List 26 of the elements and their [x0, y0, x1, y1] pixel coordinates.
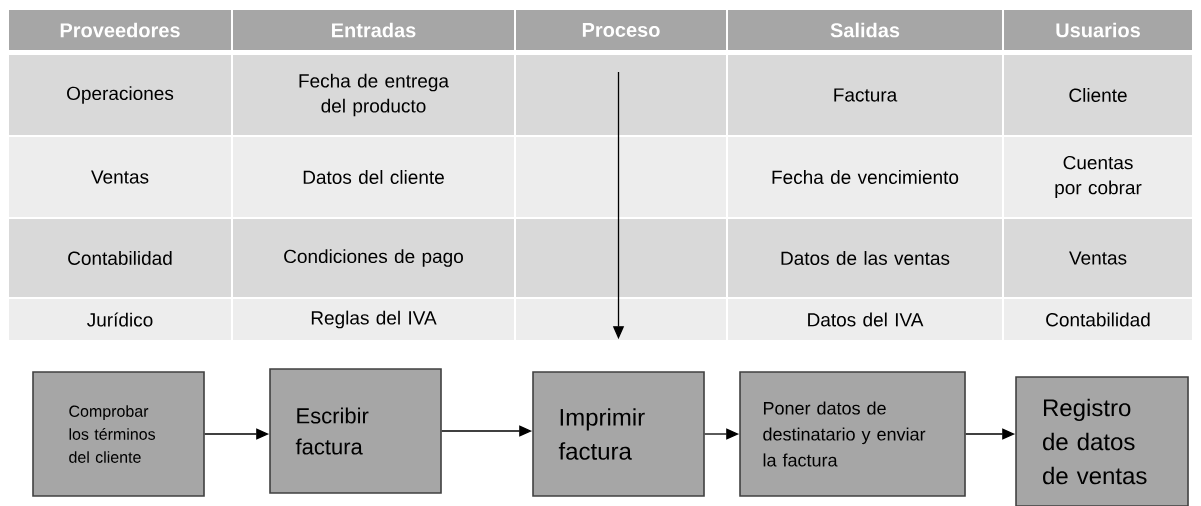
- table-cell: Contabilidad: [1004, 299, 1192, 340]
- table-cell: Ventas: [9, 137, 231, 217]
- table-cell: Fecha de entrega del producto: [233, 55, 514, 135]
- table-cell: Condiciones de pago: [233, 219, 514, 297]
- column-header: Proceso: [516, 10, 726, 50]
- table-cell: Datos de las ventas: [728, 219, 1002, 297]
- column-header: Usuarios: [1004, 10, 1192, 50]
- column-header: Salidas: [728, 10, 1002, 50]
- table-cell: Cliente: [1004, 55, 1192, 135]
- process-box: Comprobar los términos del cliente: [32, 371, 205, 497]
- table-cell: Cuentas por cobrar: [1004, 137, 1192, 217]
- table-cell: Contabilidad: [9, 219, 231, 297]
- table-cell: Factura: [728, 55, 1002, 135]
- column-header: Entradas: [233, 10, 514, 50]
- table-cell: Datos del IVA: [728, 299, 1002, 340]
- process-box: Escribir factura: [269, 368, 442, 494]
- process-box: Imprimir factura: [532, 371, 705, 497]
- table-cell: Operaciones: [9, 55, 231, 135]
- column-header: Proveedores: [9, 10, 231, 50]
- table-cell: Fecha de vencimiento: [728, 137, 1002, 217]
- process-box: Registro de datos de ventas: [1015, 376, 1189, 506]
- table-cell: Datos del cliente: [233, 137, 514, 217]
- process-box: Poner datos de destinatario y enviar la factura: [739, 371, 966, 497]
- table-cell: Reglas del IVA: [233, 299, 514, 340]
- table-cell: Ventas: [1004, 219, 1192, 297]
- table-cell: Jurídico: [9, 299, 231, 340]
